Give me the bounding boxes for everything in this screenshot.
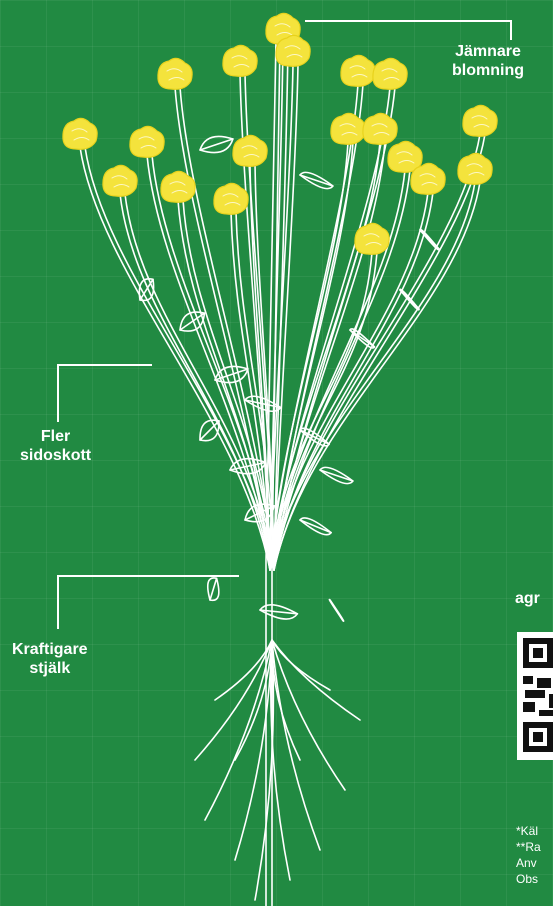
- leaf-vein: [320, 470, 353, 481]
- qr-code[interactable]: [517, 632, 553, 760]
- flower-head: [103, 165, 137, 196]
- flower-head: [411, 163, 445, 194]
- label-fler-sidoskott: Fler sidoskott: [20, 427, 91, 465]
- leaf-vein: [330, 600, 343, 621]
- flower-head: [161, 171, 195, 202]
- flower-head: [130, 126, 164, 157]
- callout-line-stem: [57, 575, 239, 629]
- flower-head: [463, 105, 497, 136]
- flower-head: [355, 223, 389, 254]
- label-line: sidoskott: [20, 446, 91, 465]
- flower-head: [276, 35, 310, 66]
- label-line: Fler: [20, 427, 91, 446]
- flower-stem: [270, 192, 428, 570]
- flower-head: [373, 58, 407, 89]
- label-kraftigare-stjalk: Kraftigare stjälk: [12, 640, 88, 678]
- label-jamnare-blomning: Jämnare blomning: [452, 42, 524, 80]
- root: [205, 640, 272, 820]
- flower-head: [158, 58, 192, 89]
- url-fragment: agr: [515, 590, 540, 608]
- leaf-vein: [300, 175, 333, 186]
- flower-head: [458, 153, 492, 184]
- flower-stem: [270, 134, 480, 570]
- label-line: Kraftigare: [12, 640, 88, 659]
- footnotes: *Käl **Ra Anv Obs: [516, 823, 541, 887]
- callout-line-flowering: [305, 20, 512, 40]
- flower-head: [214, 183, 248, 214]
- flower-head: [233, 135, 267, 166]
- flower-head: [63, 118, 97, 149]
- flower-head: [341, 55, 375, 86]
- footnote-line: *Käl: [516, 823, 541, 839]
- label-line: stjälk: [12, 659, 88, 678]
- footnote-line: **Ra: [516, 839, 541, 855]
- label-line: Jämnare: [452, 42, 524, 61]
- flower-stem: [274, 134, 485, 570]
- callout-line-side-shoots: [57, 364, 152, 422]
- footnote-line: Anv: [516, 855, 541, 871]
- flower-head: [363, 113, 397, 144]
- flower-head: [223, 45, 257, 76]
- footnote-line: Obs: [516, 871, 541, 887]
- label-line: blomning: [452, 61, 524, 80]
